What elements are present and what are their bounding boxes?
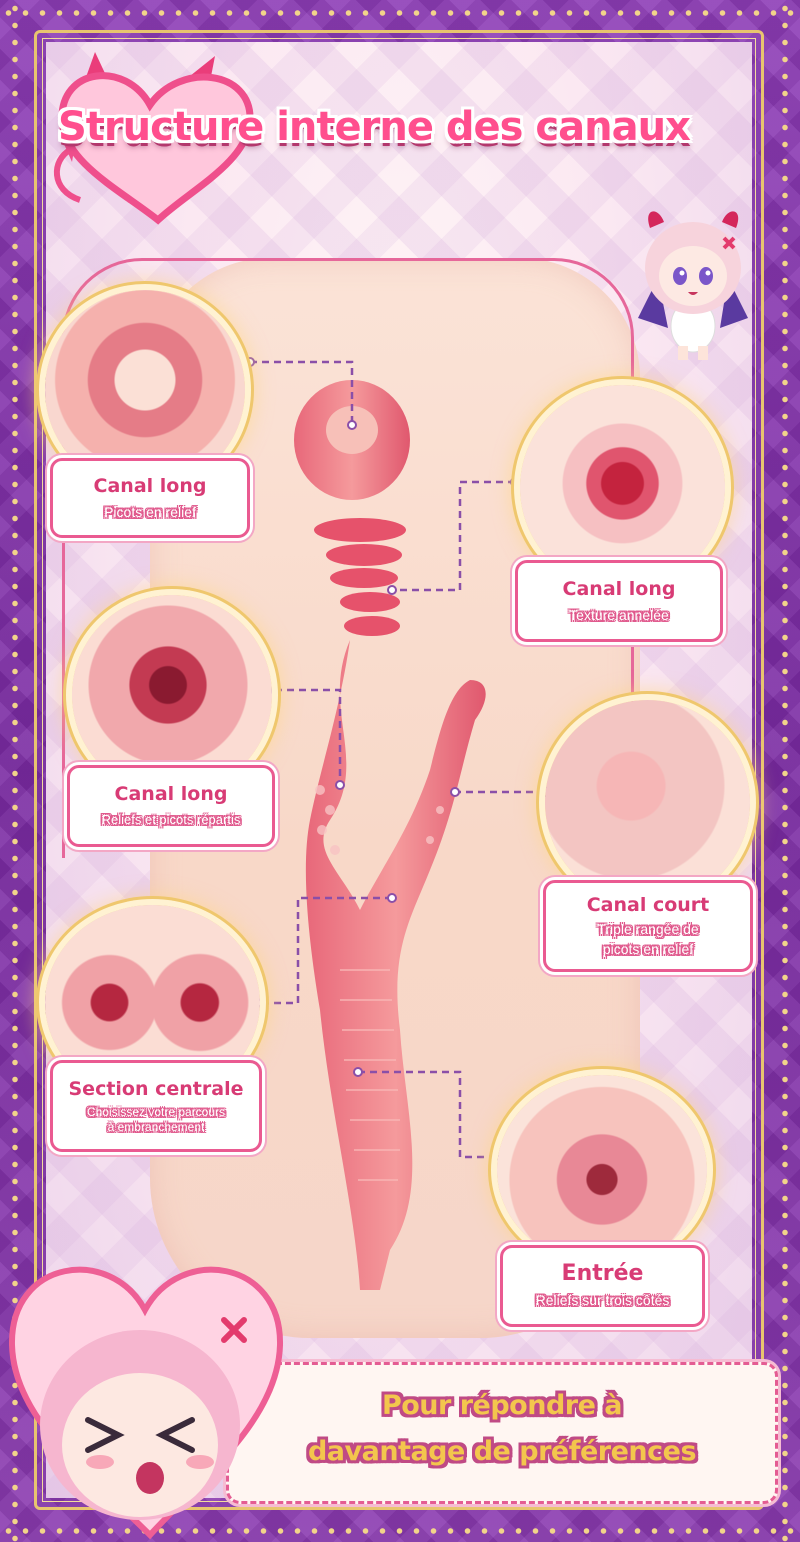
label-title: Entrée xyxy=(561,1261,644,1286)
label-entrance: Entrée Reliefs sur trois côtés xyxy=(500,1245,705,1327)
gold-border xyxy=(34,30,764,1510)
product-channel-image xyxy=(294,380,486,1290)
label-short-channel: Canal court Triple rangée de picots en r… xyxy=(543,880,753,972)
label-title: Canal long xyxy=(114,783,228,805)
label-title: Canal court xyxy=(586,894,710,916)
detail-circle-rings xyxy=(520,385,725,590)
detail-circle-short-channel xyxy=(545,700,750,905)
chibi-character-icon xyxy=(638,211,748,360)
gold-dots-bottom xyxy=(0,1524,800,1538)
gold-dots-top xyxy=(0,6,800,20)
detail-circle-bumps xyxy=(72,595,272,795)
devil-heart-icon xyxy=(54,52,254,225)
label-long-channel-ringed: Canal long Texture annelée xyxy=(515,560,723,642)
label-subtitle-line2: à embranchement xyxy=(107,1120,205,1134)
label-title: Canal long xyxy=(562,578,676,600)
label-subtitle: Reliefs sur trois côtés xyxy=(535,1292,670,1308)
label-subtitle: Picots en relief xyxy=(104,504,196,520)
chibi-heart-icon xyxy=(8,1266,284,1540)
label-subtitle-line1: Triple rangée de xyxy=(597,921,699,937)
page-title: Structure interne des canaux xyxy=(58,104,691,150)
detail-circle-nubs xyxy=(45,290,245,490)
banner-line-2: davantage de préférences xyxy=(307,1436,697,1467)
label-central-section: Section centrale Choisissez votre parcou… xyxy=(50,1060,262,1152)
label-subtitle: Texture annelée xyxy=(569,607,669,623)
label-title: Section centrale xyxy=(68,1078,244,1100)
label-subtitle-line1: Choisissez votre parcours xyxy=(86,1105,226,1119)
gold-dots-left xyxy=(8,0,22,1542)
label-long-channel-nubs: Canal long Picots en relief xyxy=(50,458,250,538)
detail-circle-entrance xyxy=(497,1075,707,1265)
label-title: Canal long xyxy=(93,475,207,497)
label-subtitle-line2: picots en relief xyxy=(602,941,694,957)
bottom-banner: Pour répondre à davantage de préférences xyxy=(226,1362,778,1504)
label-subtitle: Reliefs et picots répartis xyxy=(101,812,241,827)
gold-dots-right xyxy=(778,0,792,1542)
banner-line-1: Pour répondre à xyxy=(381,1390,623,1421)
label-long-channel-reliefs: Canal long Reliefs et picots répartis xyxy=(67,765,275,847)
